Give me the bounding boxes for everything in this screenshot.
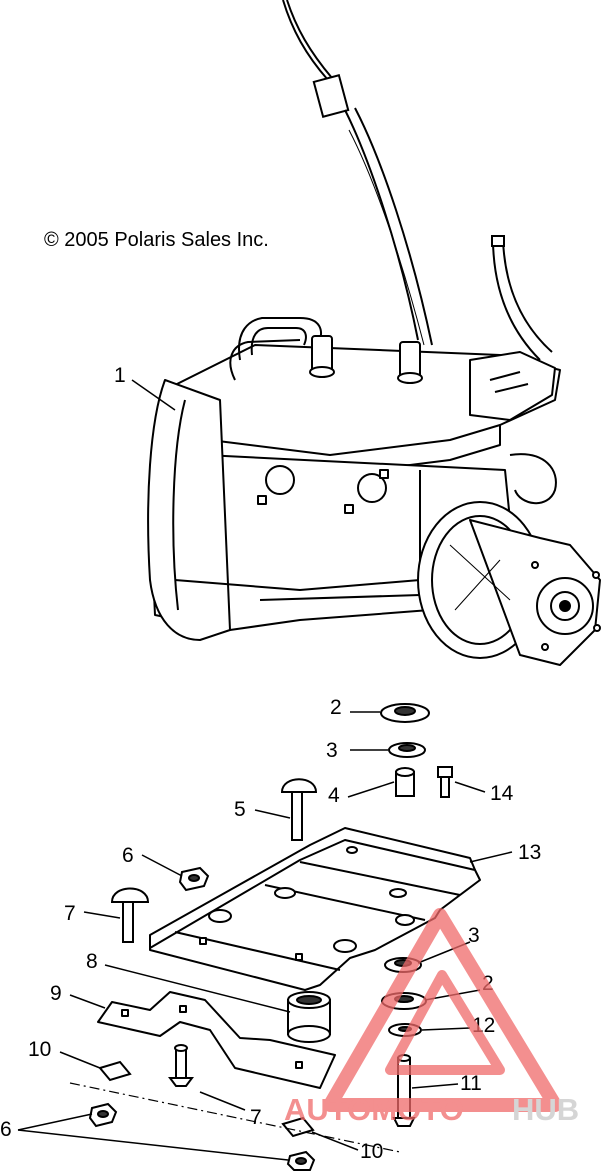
callout-10-right: 10: [360, 1140, 383, 1163]
callout-1: 1: [114, 364, 126, 387]
callout-3-upper: 3: [326, 739, 338, 762]
callout-2-upper: 2: [330, 696, 342, 719]
watermark-text-main: AUTOMOTO: [284, 1092, 464, 1127]
callout-8: 8: [86, 950, 98, 973]
throttle-cable: [282, 0, 433, 346]
copyright-notice: © 2005 Polaris Sales Inc.: [44, 229, 269, 251]
watermark-logo: AUTOMOTO HUB: [284, 908, 579, 1127]
bolt-bracket: [168, 1044, 194, 1087]
callout-7-lower: 7: [250, 1106, 262, 1129]
callout-4: 4: [328, 784, 340, 807]
engine-mount-plate: [149, 827, 481, 991]
nut-lower-left: [88, 1102, 118, 1128]
callout-10-left: 10: [28, 1038, 51, 1061]
callout-11: 11: [460, 1072, 482, 1095]
callout-6-upper: 6: [122, 844, 134, 867]
callout-14: 14: [490, 782, 514, 805]
callout-7-left: 7: [64, 902, 76, 925]
square-washer-right: [281, 1116, 315, 1138]
carriage-bolt-upper: [280, 778, 318, 841]
grommet: [388, 742, 426, 758]
callout-13: 13: [518, 841, 541, 864]
carriage-bolt-left: [110, 887, 150, 943]
engine-assembly: [147, 317, 601, 666]
bolt-small: [437, 766, 453, 798]
washer-large: [380, 703, 430, 723]
alignment-line: [69, 1082, 401, 1153]
bushing: [287, 991, 331, 1043]
watermark-text-accent: HUB: [512, 1092, 579, 1127]
leader-lines: [17, 379, 513, 1161]
spacer-sleeve: [395, 767, 415, 797]
nut-upper: [178, 866, 210, 892]
callout-3-lower: 3: [468, 924, 480, 947]
square-washer-left: [98, 1060, 132, 1082]
callout-6-lower: 6: [0, 1118, 12, 1141]
nut-lower-right: [286, 1150, 316, 1171]
mount-bracket: [97, 991, 336, 1089]
vent-hose: [491, 235, 553, 361]
callout-9: 9: [50, 982, 62, 1005]
callout-5: 5: [234, 798, 246, 821]
